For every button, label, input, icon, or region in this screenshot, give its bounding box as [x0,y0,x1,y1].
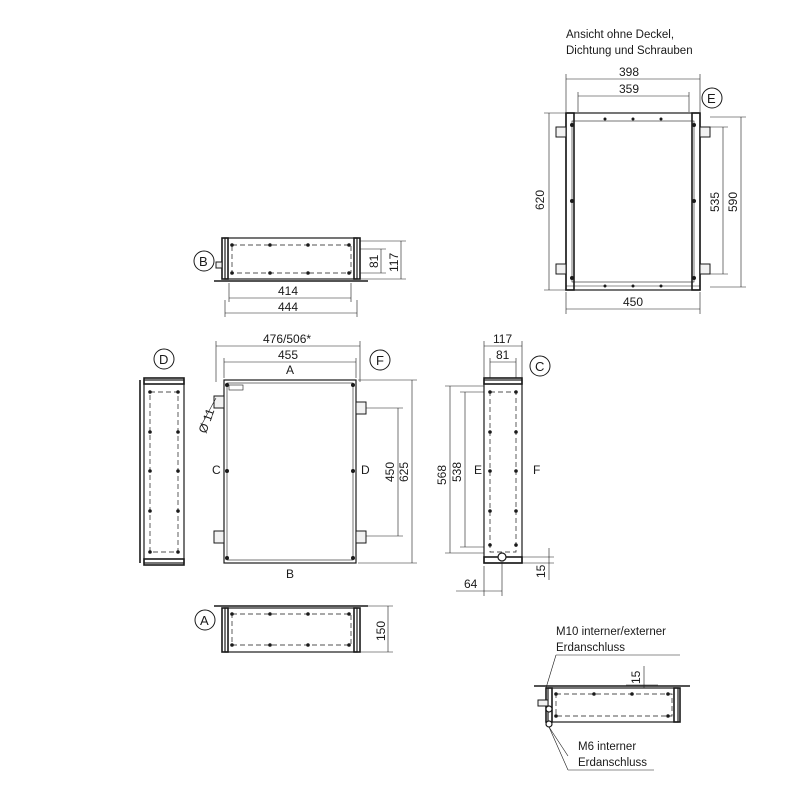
dim-117-b: 117 [387,253,401,272]
dim-476-506: 476/506* [263,332,311,346]
edge-label-top: A [286,363,294,377]
edge-label-side-left: E [474,463,482,477]
dim-15-detail: 15 [629,670,643,684]
view-marker-d-label: D [159,352,168,367]
dim-590: 590 [726,192,740,212]
note-view-e-line2: Dichtung und Schrauben [566,45,693,57]
view-marker-f-label: F [376,353,384,368]
detail-earth-connection: M10 interner/externer Erdanschluss 15 M6… [534,626,690,771]
note-m10-line1: M10 interner/externer [556,626,666,638]
edge-label-bottom: B [286,567,294,581]
view-marker-e [701,87,723,109]
edge-label-right: D [361,463,370,477]
dim-359: 359 [619,82,639,96]
view-marker-c-label: C [535,359,544,374]
view-marker-d [153,348,175,370]
dim-625: 625 [397,462,411,482]
dim-15-c: 15 [534,564,548,578]
edge-label-left: C [212,463,221,477]
dim-444: 444 [278,300,298,314]
view-marker-a [194,609,216,631]
view-marker-f [369,349,391,371]
dim-398: 398 [619,65,639,79]
dim-450-f: 450 [383,462,397,482]
view-marker-b-label: B [199,254,208,269]
dim-81-b: 81 [367,254,381,268]
view-c-side: 117 81 E F 568 538 15 [435,332,554,596]
view-d-side: D [139,348,185,566]
dim-455: 455 [278,348,298,362]
edge-label-side-right: F [533,463,540,477]
dim-538: 538 [450,462,464,482]
dim-hole-11: Ø 11 [196,406,218,435]
dim-117-c: 117 [493,332,512,346]
dim-64: 64 [464,577,478,591]
dim-535: 535 [708,192,722,212]
dim-620: 620 [533,190,547,210]
view-a-bottom: 150 A [194,605,393,653]
view-marker-e-label: E [707,91,716,106]
dim-414: 414 [278,284,298,298]
view-marker-c [529,355,551,377]
view-b-top: 81 117 414 444 B [193,237,406,317]
view-f-front: 476/506* 455 A C D B Ø 11 450 625 [196,332,417,581]
view-e-rear: Ansicht ohne Deckel, Dichtung und Schrau… [533,29,746,314]
dim-150: 150 [374,621,388,641]
note-view-e-line1: Ansicht ohne Deckel, [566,29,674,41]
dim-450-e: 450 [623,295,643,309]
dim-568: 568 [435,465,449,485]
note-m10-line2: Erdanschluss [556,642,625,654]
note-m6-line1: M6 interner [578,741,636,753]
view-marker-b [193,250,215,272]
note-m6-line2: Erdanschluss [578,757,647,769]
dim-81-c: 81 [496,348,510,362]
view-marker-a-label: A [200,613,209,628]
